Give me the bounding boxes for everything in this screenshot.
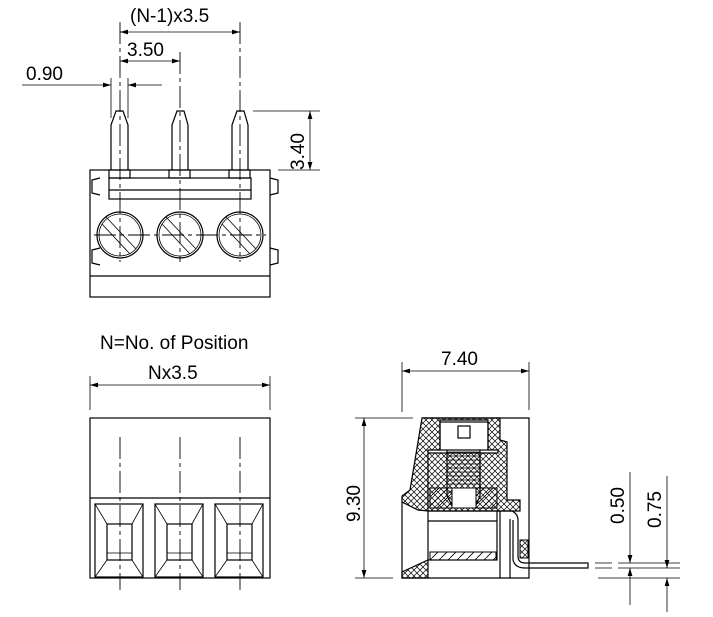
pin: [171, 110, 189, 170]
position-note: N=No. of Position: [100, 333, 248, 354]
wire-entries: [94, 503, 264, 578]
wire-entry: [214, 503, 264, 578]
pin: [231, 110, 249, 170]
pins: [108, 110, 251, 179]
dim-pitch-total-label: (N-1)x3.5: [130, 6, 209, 27]
wire-entry: [94, 503, 144, 578]
wire-entry: [154, 503, 204, 578]
dim-pin-width-label: 0.90: [26, 64, 63, 85]
dim-pin-offset-label: 0.75: [645, 491, 666, 528]
pin-lead: [497, 510, 589, 578]
dim-pin-length-label: 3.40: [288, 133, 309, 170]
dim-depth-label: 7.40: [441, 349, 478, 370]
pin: [110, 110, 129, 170]
dim-pin-thickness-label: 0.50: [608, 487, 629, 524]
front-view: N=No. of Position Nx3.5: [89, 333, 271, 590]
screw-side: [439, 421, 489, 451]
dim-pitch-label: 3.50: [127, 40, 164, 61]
side-view: 7.40 9.30 0.50 0.75: [344, 349, 680, 612]
dim-width-label: Nx3.5: [148, 363, 198, 384]
top-view: (N-1)x3.5 3.50 0.90 3.40: [22, 6, 320, 298]
dim-height-label: 9.30: [344, 485, 365, 522]
